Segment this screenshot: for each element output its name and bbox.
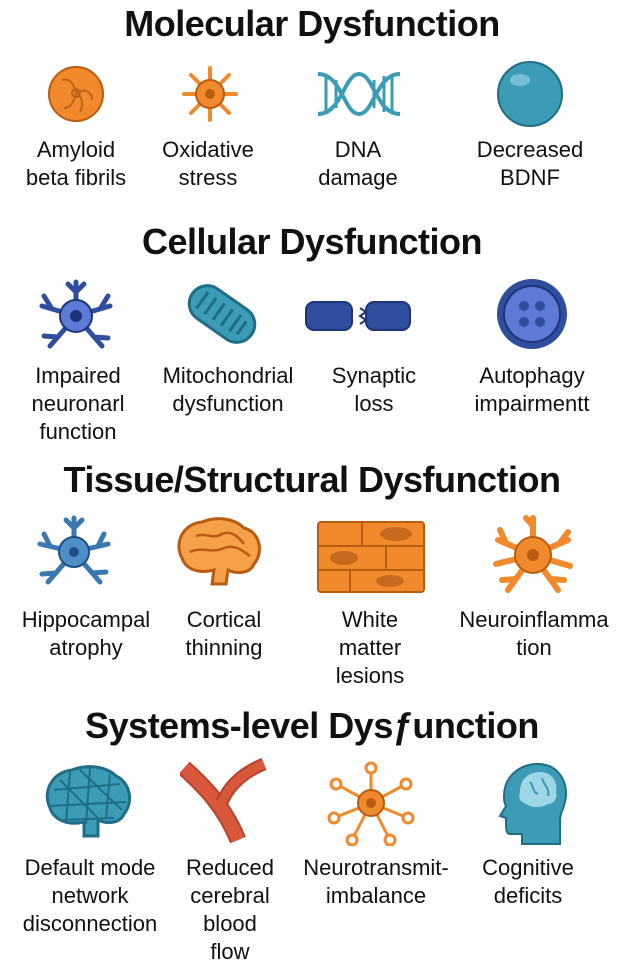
item-cognitive-deficits-label: Cognitive deficits [482,854,574,910]
label-line: BDNF [500,165,560,190]
synapse-icon [305,301,411,331]
section-title-molecular: Molecular Dysfunction [124,3,500,44]
label-line: Cognitive [482,855,574,880]
amyloid-fibril-icon [48,66,104,122]
label-line: cerebral [190,883,270,908]
cortex-icon [177,517,261,586]
label-line: stress [178,165,238,190]
section-title-cellular: Cellular Dysfunction [141,221,483,262]
item-amyloid-beta-fibrils-label: Amyloid beta fibrils [26,136,126,192]
label-line: Amyloid [36,137,116,162]
blood-vessel-icon [180,758,267,844]
label-line: loss [354,391,394,416]
label-line: Neuroinflamma [459,607,609,632]
item-neuroinflammation-label: Neuroinflamma tion [459,606,608,662]
label-line: Hippocampal [21,607,151,632]
neuron-icon [39,279,113,349]
label-line: Decreased [476,137,584,162]
item-dna-damage-label: DNA damage [318,136,398,192]
autophagosome-icon [497,279,567,349]
item-mitochondrial-dysfunction-label: Mitochondrial dysfunction [163,362,294,418]
label-line: DNA [334,137,382,162]
white-matter-tissue-icon [317,521,425,593]
label-line: thinning [185,635,263,660]
label-line: network [51,883,129,908]
item-impaired-neuronal-function-label: Impaired neuronarl function [32,362,125,446]
item-oxidative-stress-label: Oxidative stress [162,136,254,192]
label-line: Cortical [186,607,262,632]
label-line: Synaptic [331,363,417,388]
label-line: matter [338,635,402,660]
mitochondrion-icon [187,284,257,344]
item-white-matter-lesions-label: White matter lesions [336,606,404,690]
item-neurotransmitter-imbalance-label: Neurotransmit- imbalance [303,854,448,910]
brain-network-icon [45,765,132,838]
section-title-systems-level: Systems-level Dysƒunction [85,705,539,746]
oxidative-stress-icon [182,66,238,122]
label-line: Autophagy [479,363,585,388]
hippocampal-neuron-icon [37,515,111,585]
label-line: lesions [335,663,405,688]
label-line: function [39,419,117,444]
label-line: neuronarl [31,391,125,416]
label-line: disconnection [22,911,158,936]
label-line: White [341,607,399,632]
microglia-icon [493,515,573,593]
item-cortical-thinning-label: Cortical thinning [185,606,262,662]
head-profile-icon [498,762,568,845]
label-line: beta fibrils [25,165,127,190]
item-default-mode-network-label: Default mode network disconnection [23,854,158,938]
label-line: imbalance [325,883,427,908]
label-line: damage [318,165,398,190]
label-line: flow [210,939,250,964]
label-line: Mitochondrial [162,363,294,388]
bdnf-sphere-icon [497,61,563,127]
label-line: tion [516,635,552,660]
item-synaptic-loss-label: Synaptic loss [332,362,416,418]
label-line: Reduced [185,855,275,880]
label-line: dysfunction [172,391,284,416]
label-line: blood [203,911,257,936]
label-line: atrophy [49,635,123,660]
item-hippocampal-atrophy-label: Hippocampal atrophy [22,606,150,662]
item-decreased-bdnf-label: Decreased BDNF [477,136,583,192]
item-reduced-cerebral-blood-flow-label: Reduced cerebral blood flow [186,854,274,966]
item-autophagy-impairment-label: Autophagy impairmentt [475,362,590,418]
label-line: Default mode [24,855,156,880]
dna-helix-icon [317,71,401,117]
neurotransmitter-network-icon [327,761,415,846]
label-line: Oxidative [162,137,254,162]
label-line: Neurotransmit- [303,855,449,880]
label-line: Impaired [35,363,121,388]
section-title-tissue-structural: Tissue/Structural Dysfunction [63,459,561,500]
label-line: deficits [493,883,563,908]
label-line: impairmentt [474,391,590,416]
